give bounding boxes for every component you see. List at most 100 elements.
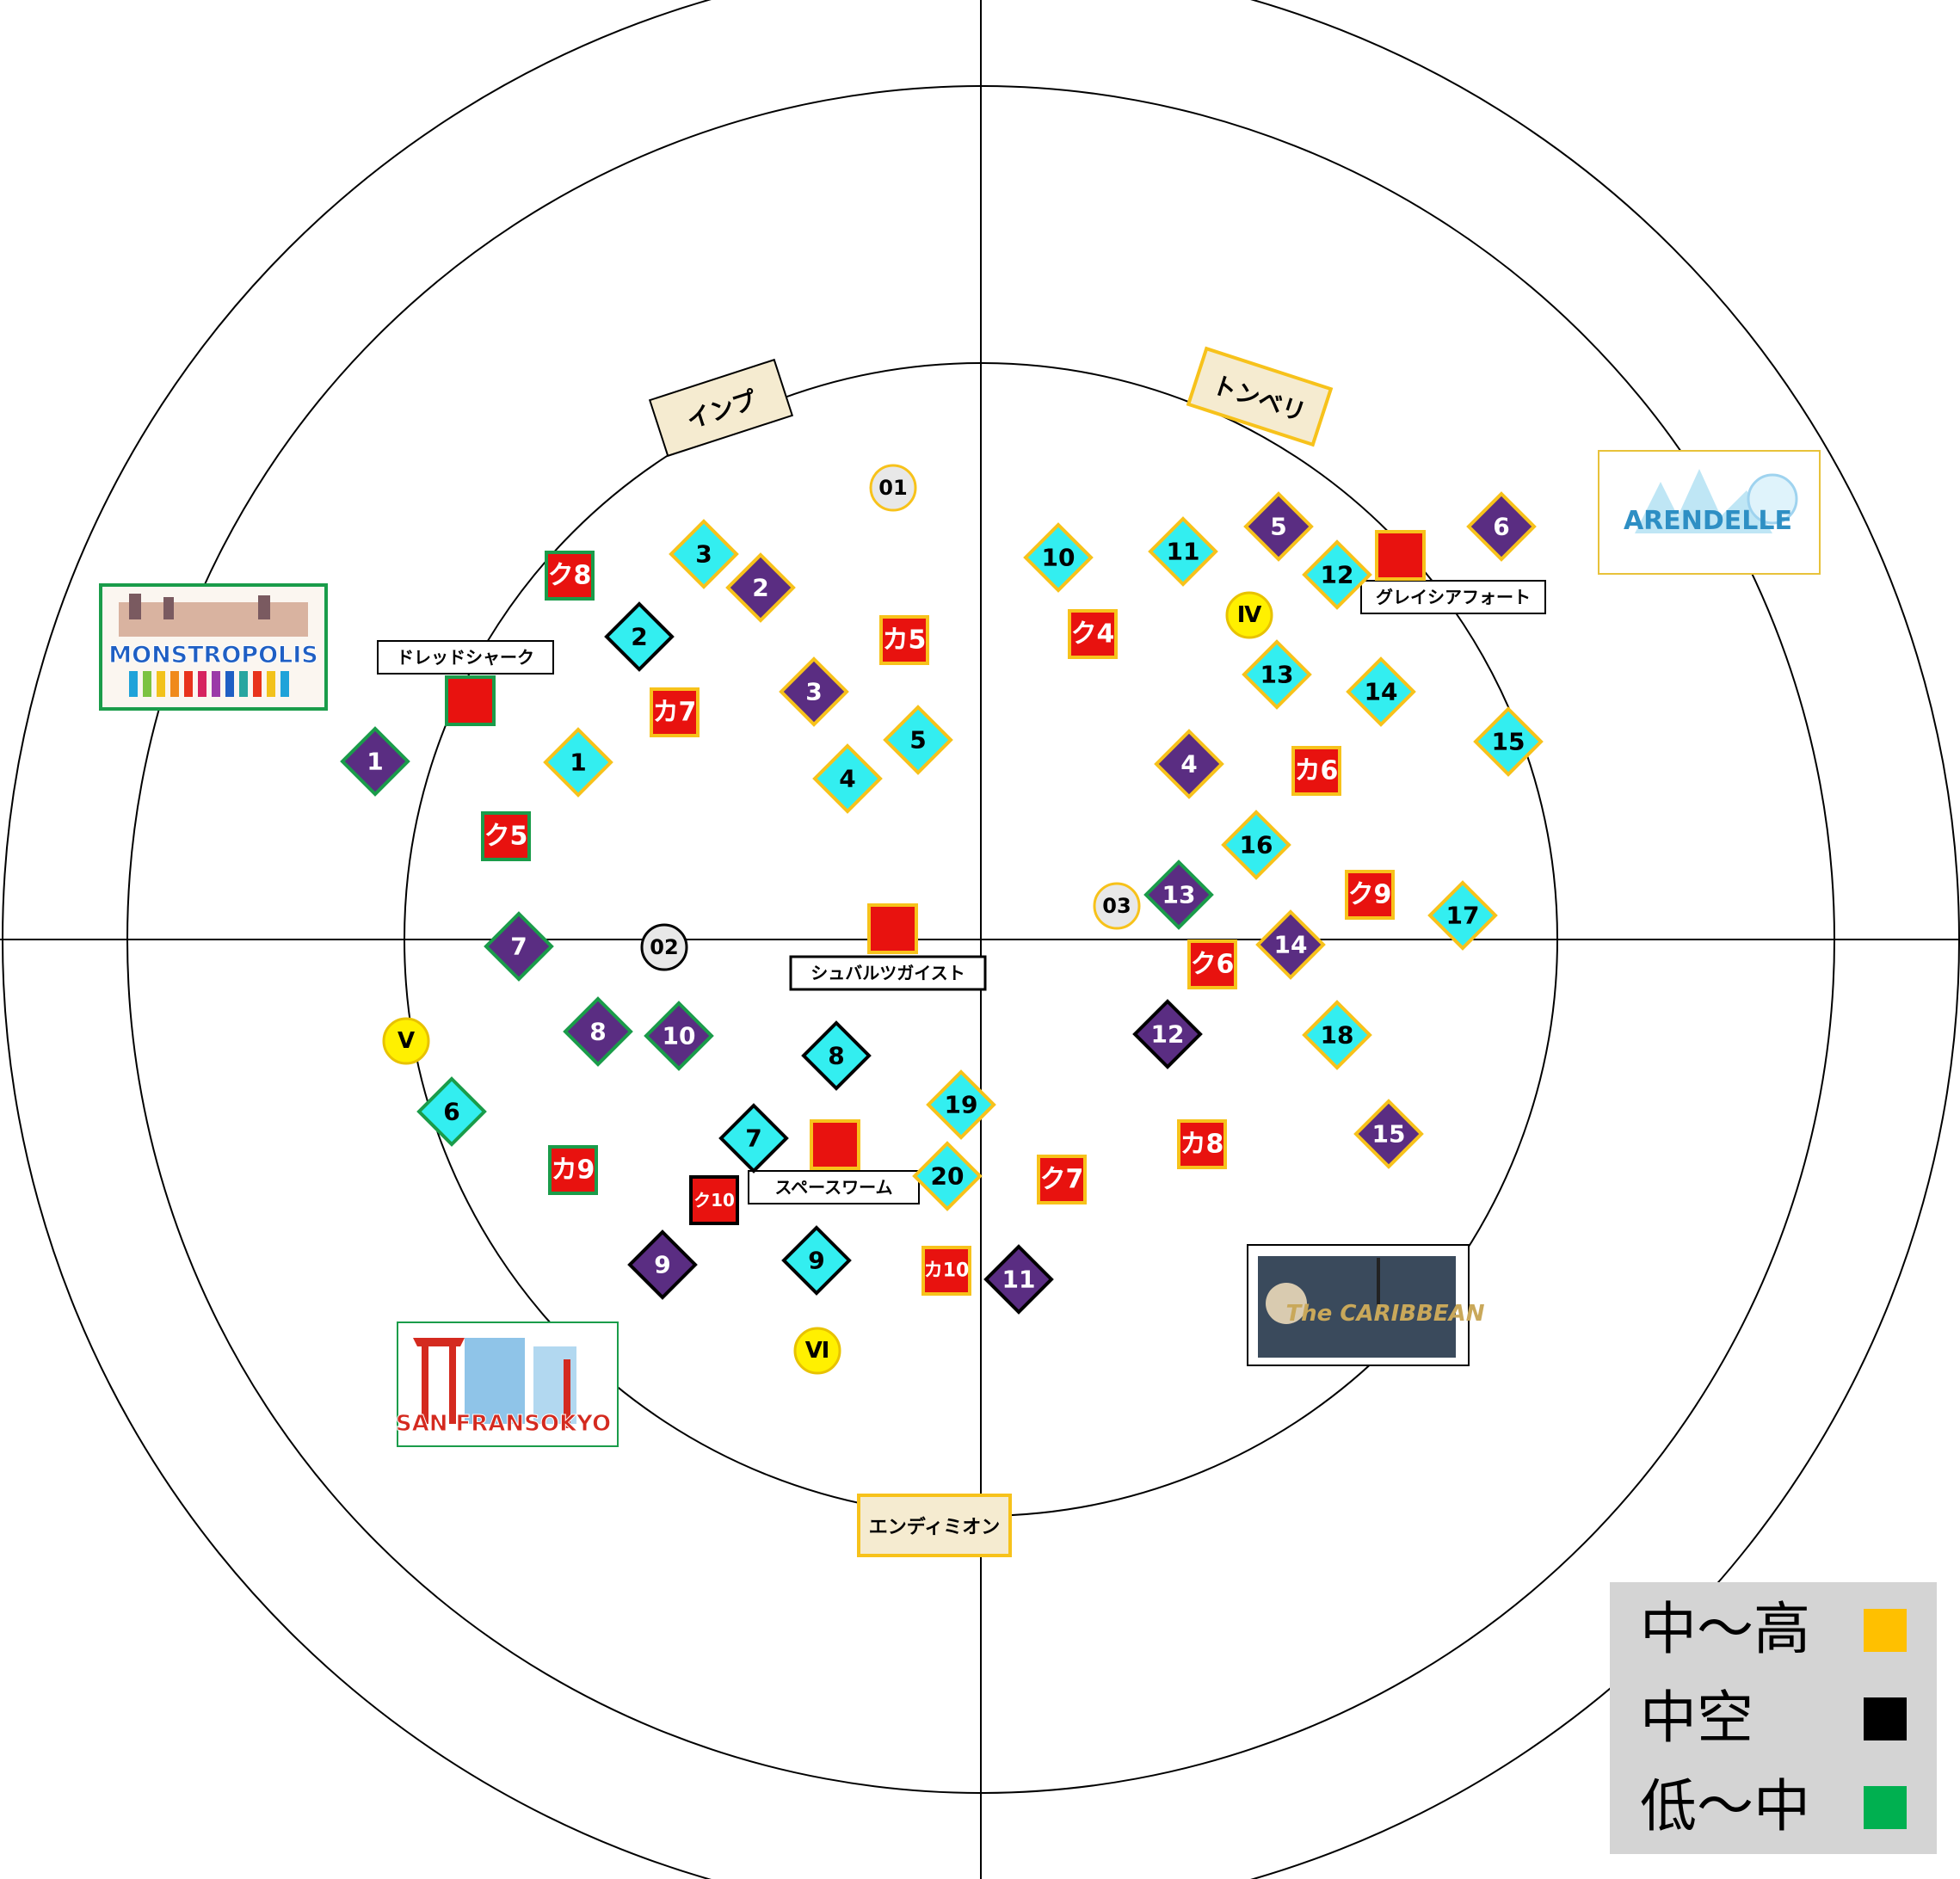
red-marker-5: カ6 bbox=[1291, 746, 1341, 796]
svg-text:シュバルツガイスト: シュバルツガイスト bbox=[811, 963, 965, 983]
cyan-marker-14: 14 bbox=[1346, 656, 1416, 727]
world-logo-caribbean-text: The CARIBBEAN bbox=[1285, 1301, 1484, 1327]
purple-marker-15-label: 15 bbox=[1372, 1120, 1406, 1149]
boss-label-glacier-fort: グレイシアフォート bbox=[1360, 580, 1546, 614]
purple-marker-11-label: 11 bbox=[1002, 1266, 1036, 1294]
cyan-marker-1-label: 1 bbox=[570, 749, 586, 777]
boss-marker-space-worm bbox=[810, 1119, 860, 1170]
cyan-marker-13: 13 bbox=[1242, 639, 1312, 710]
purple-marker-5: 5 bbox=[1243, 491, 1314, 562]
cyan-marker-13-label: 13 bbox=[1260, 661, 1294, 689]
legend-item-mid-air: 中空 bbox=[1640, 1679, 1907, 1757]
cyan-marker-10: 10 bbox=[1023, 522, 1094, 593]
purple-marker-1: 1 bbox=[340, 726, 410, 797]
red-marker-11-label: ク10 bbox=[693, 1190, 735, 1211]
purple-marker-3: 3 bbox=[779, 656, 849, 727]
roman-point-0: Ⅳ bbox=[1225, 591, 1273, 639]
red-marker-8: カ8 bbox=[1177, 1119, 1227, 1169]
red-marker-11: ク10 bbox=[689, 1175, 739, 1225]
cyan-marker-14-label: 14 bbox=[1365, 678, 1398, 706]
red-marker-6-label: ク9 bbox=[1348, 880, 1392, 910]
area-tag-imp: インプ bbox=[648, 358, 794, 458]
cyan-marker-3: 3 bbox=[669, 519, 739, 589]
cyan-marker-18: 18 bbox=[1302, 1000, 1372, 1070]
red-marker-3-label: カ7 bbox=[653, 698, 697, 728]
red-marker-10-label: カ9 bbox=[552, 1155, 595, 1186]
red-marker-5-label: カ6 bbox=[1295, 756, 1339, 786]
purple-marker-14-label: 14 bbox=[1274, 931, 1308, 959]
purple-marker-13: 13 bbox=[1143, 859, 1214, 930]
svg-text:エンディミオン: エンディミオン bbox=[869, 1516, 1000, 1538]
red-marker-1-label: ク5 bbox=[484, 822, 528, 852]
red-marker-1: ク5 bbox=[481, 811, 531, 861]
cyan-marker-7-label: 7 bbox=[745, 1124, 761, 1153]
cyan-marker-2-label: 2 bbox=[631, 623, 647, 651]
purple-marker-6: 6 bbox=[1466, 491, 1537, 562]
cyan-marker-16-label: 16 bbox=[1240, 831, 1273, 859]
boss-marker-glacier-fort bbox=[1375, 530, 1426, 581]
purple-marker-7-label: 7 bbox=[510, 933, 527, 961]
purple-marker-15: 15 bbox=[1353, 1099, 1424, 1169]
red-marker-9: ク7 bbox=[1037, 1155, 1087, 1204]
legend-label-low: 低～中 bbox=[1640, 1773, 1810, 1839]
cyan-marker-12-label: 12 bbox=[1321, 561, 1354, 589]
red-marker-12: カ10 bbox=[921, 1246, 971, 1296]
sample-point-01-label: 01 bbox=[878, 476, 907, 500]
roman-point-1-label: Ⅴ bbox=[398, 1028, 415, 1054]
purple-marker-1-label: 1 bbox=[367, 748, 383, 776]
cyan-marker-7: 7 bbox=[718, 1103, 789, 1174]
red-marker-10: カ9 bbox=[548, 1145, 598, 1195]
boss-marker-dreadshark bbox=[445, 675, 496, 726]
sample-point-01: 01 bbox=[869, 464, 917, 512]
purple-marker-7: 7 bbox=[484, 911, 554, 982]
cyan-marker-12: 12 bbox=[1302, 539, 1372, 610]
boss-label-schwarzgeist: シュバルツガイスト bbox=[789, 955, 987, 991]
legend-item-low: 低～中 bbox=[1640, 1768, 1907, 1845]
cyan-marker-15: 15 bbox=[1473, 706, 1544, 777]
purple-marker-14: 14 bbox=[1255, 909, 1326, 980]
sample-point-03: 03 bbox=[1093, 882, 1141, 930]
cyan-marker-15-label: 15 bbox=[1492, 728, 1525, 756]
svg-text:グレイシアフォート: グレイシアフォート bbox=[1376, 587, 1531, 607]
cyan-marker-5-label: 5 bbox=[909, 726, 926, 755]
area-tag-endymion: エンディミオン bbox=[857, 1494, 1012, 1557]
red-marker-6: ク9 bbox=[1345, 870, 1395, 920]
world-logo-monstropolis-text: MONSTROPOLIS bbox=[108, 642, 317, 668]
sample-point-02-label: 02 bbox=[650, 935, 678, 959]
purple-marker-8-label: 8 bbox=[589, 1018, 606, 1046]
world-logo-caribbean: The CARIBBEAN bbox=[1247, 1244, 1485, 1366]
red-marker-9-label: ク7 bbox=[1040, 1165, 1084, 1195]
purple-marker-10: 10 bbox=[644, 1001, 714, 1071]
cyan-marker-8: 8 bbox=[801, 1020, 872, 1091]
legend-item-high: 中～高 bbox=[1640, 1591, 1907, 1668]
legend-swatch-high bbox=[1864, 1609, 1907, 1652]
red-marker-2-label: カ5 bbox=[883, 625, 927, 656]
cyan-marker-17-label: 17 bbox=[1446, 902, 1480, 930]
cyan-marker-9: 9 bbox=[781, 1225, 852, 1296]
cyan-marker-18-label: 18 bbox=[1321, 1021, 1354, 1050]
roman-point-1: Ⅴ bbox=[382, 1017, 430, 1065]
cyan-marker-20: 20 bbox=[912, 1141, 983, 1211]
legend-panel: 中～高 中空 低～中 bbox=[1610, 1582, 1937, 1854]
cyan-marker-1: 1 bbox=[543, 727, 613, 798]
red-marker-0: ク8 bbox=[545, 551, 595, 601]
red-marker-0-label: ク8 bbox=[548, 561, 592, 591]
cyan-marker-9-label: 9 bbox=[808, 1247, 824, 1275]
red-marker-3: カ7 bbox=[650, 687, 700, 737]
red-marker-7: ク6 bbox=[1187, 940, 1237, 989]
cyan-marker-5: 5 bbox=[883, 705, 953, 775]
boss-label-dreadshark: ドレッドシャーク bbox=[377, 640, 554, 675]
purple-marker-10-label: 10 bbox=[663, 1022, 696, 1050]
cyan-marker-4: 4 bbox=[812, 743, 883, 814]
world-logo-san-fransokyo: SAN FRANSOKYO bbox=[395, 1321, 619, 1447]
roman-point-2: Ⅵ bbox=[793, 1327, 841, 1375]
boss-label-space-worm: スペースワーム bbox=[748, 1170, 920, 1204]
cyan-marker-2: 2 bbox=[604, 601, 675, 672]
cyan-marker-4-label: 4 bbox=[839, 765, 855, 793]
red-marker-8-label: カ8 bbox=[1180, 1130, 1224, 1160]
purple-marker-3-label: 3 bbox=[805, 678, 822, 706]
cyan-marker-3-label: 3 bbox=[695, 540, 712, 569]
legend-swatch-mid-air bbox=[1864, 1697, 1907, 1740]
world-logo-arendelle: ARENDELLE bbox=[1598, 450, 1821, 575]
